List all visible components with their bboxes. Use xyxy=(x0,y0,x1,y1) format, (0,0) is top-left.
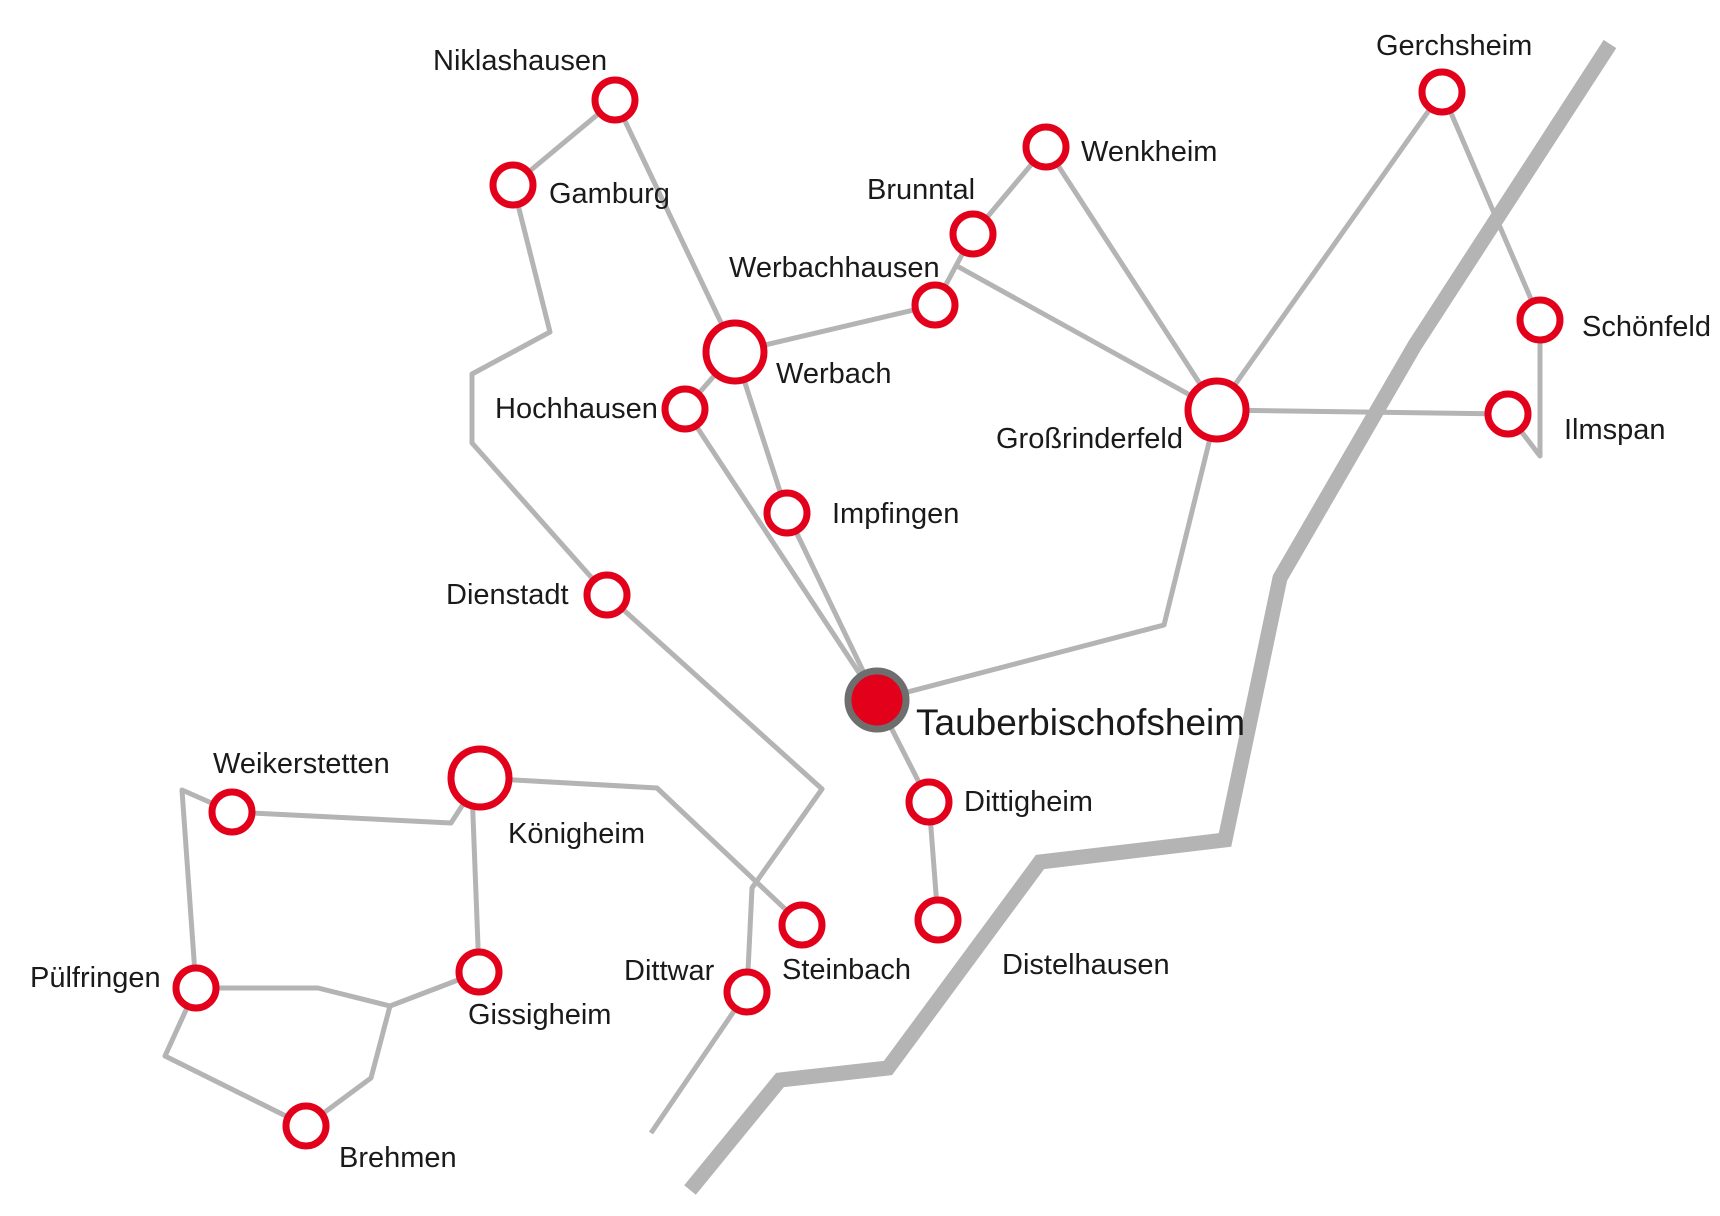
label-werbachhausen: Werbachhausen xyxy=(729,252,940,284)
label-distelhausen: Distelhausen xyxy=(1002,949,1170,981)
marker-distelhausen[interactable] xyxy=(914,896,962,944)
label-gissigheim: Gissigheim xyxy=(468,999,611,1031)
label-schoenfeld: Schönfeld xyxy=(1582,311,1711,343)
road-impfingen-tauberbischofsheim xyxy=(784,511,880,702)
road-koenigheim-gissigheim xyxy=(469,789,482,973)
road-dienstadt-dittwar xyxy=(605,593,825,993)
road-brunntal-grossrinderfeld xyxy=(955,263,1219,413)
marker-gerchsheim[interactable] xyxy=(1418,68,1466,116)
label-gamburg: Gamburg xyxy=(549,178,670,210)
road-gerchsheim-grossrinderfeld xyxy=(1214,90,1445,412)
marker-gamburg[interactable] xyxy=(489,161,537,209)
marker-gissigheim[interactable] xyxy=(455,948,503,996)
label-ilmspan: Ilmspan xyxy=(1564,414,1666,446)
label-werbach: Werbach xyxy=(776,358,892,390)
place-labels: Niklashausen Gamburg Werbach Werbachhaus… xyxy=(30,30,1711,1174)
marker-werbach[interactable] xyxy=(702,319,768,385)
label-tauberbischofsheim: Tauberbischofsheim xyxy=(916,702,1245,743)
marker-koenigheim[interactable] xyxy=(447,745,513,811)
road-gamburg-dienstadt xyxy=(469,184,609,597)
marker-schoenfeld[interactable] xyxy=(1516,296,1564,344)
marker-ilmspan[interactable] xyxy=(1484,390,1532,438)
label-wenkheim: Wenkheim xyxy=(1081,136,1217,168)
road-brehmen-gissigheim xyxy=(304,1005,393,1129)
highway xyxy=(684,39,1617,1195)
label-dittwar: Dittwar xyxy=(624,955,715,987)
road-puelfringen-gissigheim xyxy=(196,969,480,1009)
place-markers xyxy=(172,68,1564,1150)
label-weikerstetten: Weikerstetten xyxy=(213,748,390,780)
marker-dittigheim[interactable] xyxy=(905,778,953,826)
marker-steinbach[interactable] xyxy=(778,901,826,949)
road-gerchsheim-schoenfeld xyxy=(1439,91,1543,321)
marker-grossrinderfeld[interactable] xyxy=(1184,377,1250,443)
marker-impfingen[interactable] xyxy=(763,489,811,537)
road-werbach-werbachhausen xyxy=(734,302,936,355)
road-koenigheim-weikerstetten xyxy=(231,776,483,826)
marker-tauberbischofsheim[interactable] xyxy=(844,667,910,733)
marker-brunntal[interactable] xyxy=(949,210,997,258)
label-brehmen: Brehmen xyxy=(339,1142,457,1174)
marker-wenkheim[interactable] xyxy=(1022,123,1070,171)
marker-weikerstetten[interactable] xyxy=(208,788,256,836)
label-gerchsheim: Gerchsheim xyxy=(1376,30,1532,62)
road-dittwar-south xyxy=(648,990,750,1135)
road-niklashausen-werbach xyxy=(612,98,738,354)
label-niklashausen: Niklashausen xyxy=(433,45,607,77)
marker-werbachhausen[interactable] xyxy=(911,281,959,329)
road-hochhausen-tauberbischofsheim xyxy=(682,407,880,702)
label-grossrinderfeld: Großrinderfeld xyxy=(996,423,1183,455)
label-dittigheim: Dittigheim xyxy=(964,786,1093,818)
label-brunntal: Brunntal xyxy=(867,174,975,206)
label-koenigheim: Königheim xyxy=(508,818,645,850)
marker-niklashausen[interactable] xyxy=(591,76,639,124)
road-koenigheim-steinbach xyxy=(479,775,804,927)
marker-dittwar[interactable] xyxy=(723,968,771,1016)
road-grossrinderfeld-tauberbischofsheim xyxy=(876,409,1220,703)
road-grossrinderfeld-ilmspan xyxy=(1216,407,1509,417)
label-impfingen: Impfingen xyxy=(832,498,959,530)
label-steinbach: Steinbach xyxy=(782,954,911,986)
road-wenkheim-grossrinderfeld xyxy=(1043,145,1220,412)
marker-brehmen[interactable] xyxy=(282,1102,330,1150)
marker-puelfringen[interactable] xyxy=(172,964,220,1012)
road-puelfringen-brehmen xyxy=(162,986,308,1129)
label-hochhausen: Hochhausen xyxy=(495,393,658,425)
label-puelfringen: Pülfringen xyxy=(30,962,161,994)
label-dienstadt: Dienstadt xyxy=(446,579,569,611)
marker-dienstadt[interactable] xyxy=(583,571,631,619)
marker-hochhausen[interactable] xyxy=(661,385,709,433)
